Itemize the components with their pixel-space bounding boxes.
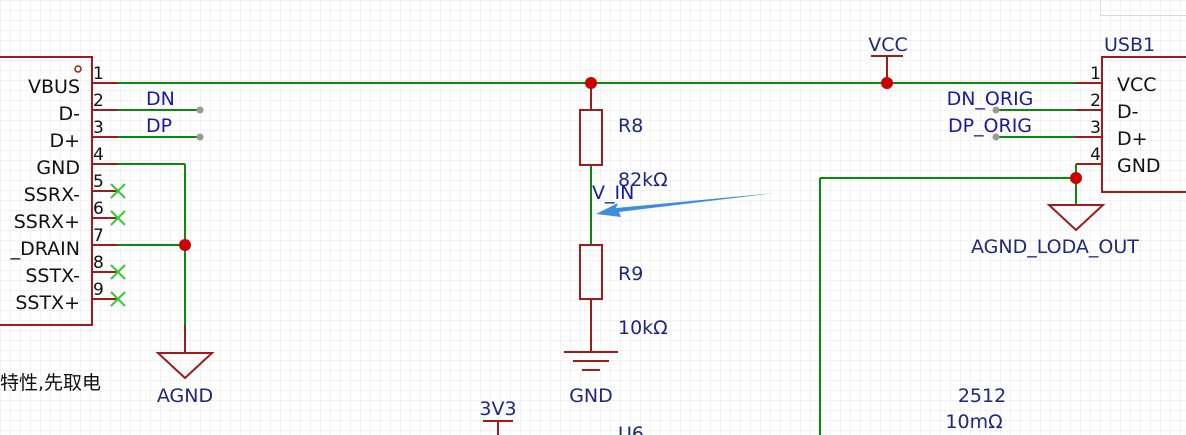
usb1-pin-number: 1 bbox=[1090, 64, 1101, 84]
r8-designator: R8 bbox=[618, 115, 643, 137]
open-end-icon bbox=[196, 133, 204, 141]
v3v3-symbol[interactable]: 3V3 bbox=[479, 398, 517, 435]
pin-name-d-minus: D- bbox=[59, 103, 81, 125]
vcc-label: VCC bbox=[868, 34, 908, 56]
agnd-symbol[interactable]: AGND bbox=[155, 325, 215, 407]
junction-dot bbox=[881, 77, 893, 89]
net-label-v-in[interactable]: V_IN bbox=[592, 182, 634, 204]
left-connector[interactable]: VBUS D- D+ GND SSRX- SSRX+ _DRAIN SSTX- … bbox=[0, 56, 126, 326]
junction-dot bbox=[585, 77, 597, 89]
usb1-pin-name-gnd: GND bbox=[1117, 155, 1161, 177]
pin-number: 8 bbox=[93, 253, 104, 273]
usb1-pin-name-vcc: VCC bbox=[1117, 74, 1157, 96]
pin-name-gnd: GND bbox=[36, 157, 80, 179]
pin-number: 4 bbox=[93, 145, 104, 165]
shunt-value: 10mΩ bbox=[945, 411, 1002, 433]
r9-designator: R9 bbox=[618, 263, 643, 285]
arrow-left-icon bbox=[596, 193, 775, 217]
net-label-dp[interactable]: DP bbox=[146, 115, 172, 137]
shunt-package: 2512 bbox=[958, 385, 1006, 407]
gnd-label: GND bbox=[569, 385, 613, 407]
pin-number: 2 bbox=[93, 91, 104, 111]
open-end-icon bbox=[992, 133, 1000, 141]
junction-dot bbox=[1070, 172, 1082, 184]
net-label-dn-orig[interactable]: DN_ORIG bbox=[947, 88, 1034, 110]
pin-name-drain: _DRAIN bbox=[10, 238, 80, 260]
pin-number: 3 bbox=[93, 118, 104, 138]
resistor-r8[interactable]: R8 82kΩ bbox=[579, 83, 668, 191]
junction-dot bbox=[179, 239, 191, 251]
agnd-loda-out-symbol[interactable]: AGND_LODA_OUT bbox=[971, 204, 1139, 258]
pin-number: 1 bbox=[93, 64, 104, 84]
usb1-pin-number: 3 bbox=[1090, 118, 1101, 138]
usb1-designator: USB1 bbox=[1104, 34, 1155, 56]
pin-number: 9 bbox=[93, 280, 104, 300]
note-text: 特性,先取电 bbox=[0, 372, 101, 394]
open-end-icon bbox=[196, 106, 204, 114]
pin-number: 6 bbox=[93, 199, 104, 219]
r9-value: 10kΩ bbox=[618, 317, 668, 339]
agnd-label: AGND bbox=[157, 385, 213, 407]
open-end-icon bbox=[992, 106, 1000, 114]
pin-name-vbus: VBUS bbox=[28, 76, 80, 98]
r8-body bbox=[579, 109, 603, 166]
gnd-symbol[interactable]: GND bbox=[564, 351, 618, 407]
no-connect-icon bbox=[110, 291, 126, 307]
net-label-dp-orig[interactable]: DP_ORIG bbox=[948, 115, 1032, 137]
usb1-pin-name-d-plus: D+ bbox=[1117, 128, 1148, 150]
usb1-component[interactable]: USB1 1 2 3 4 VCC D- D+ GND bbox=[1075, 34, 1186, 193]
usb1-pin-number: 4 bbox=[1090, 145, 1101, 165]
u6-designator: U6 bbox=[618, 423, 644, 435]
r8-value: 82kΩ bbox=[618, 169, 668, 191]
pin-name-ssrx-plus: SSRX+ bbox=[14, 211, 80, 233]
pin-name-sstx-minus: SSTX- bbox=[25, 265, 80, 287]
pin-name-d-plus: D+ bbox=[49, 130, 80, 152]
pin1-marker bbox=[74, 65, 82, 73]
usb1-pin-name-d-minus: D- bbox=[1117, 101, 1139, 123]
pin-number: 7 bbox=[93, 226, 104, 246]
no-connect-icon bbox=[110, 264, 126, 280]
v3v3-label: 3V3 bbox=[479, 398, 516, 420]
usb1-pin-number: 2 bbox=[1090, 91, 1101, 111]
no-connect-icon bbox=[110, 210, 126, 226]
pin-name-ssrx-minus: SSRX- bbox=[24, 184, 80, 206]
pin-number: 5 bbox=[93, 172, 104, 192]
ground-triangle-icon bbox=[1046, 204, 1106, 232]
net-label-dn[interactable]: DN bbox=[146, 88, 175, 110]
agnd-loda-out-label: AGND_LODA_OUT bbox=[971, 236, 1139, 258]
usb1-body bbox=[1101, 56, 1186, 193]
no-connect-icon bbox=[110, 183, 126, 199]
pin-name-sstx-plus: SSTX+ bbox=[15, 292, 80, 314]
resistor-r9[interactable]: R9 10kΩ bbox=[579, 244, 668, 352]
